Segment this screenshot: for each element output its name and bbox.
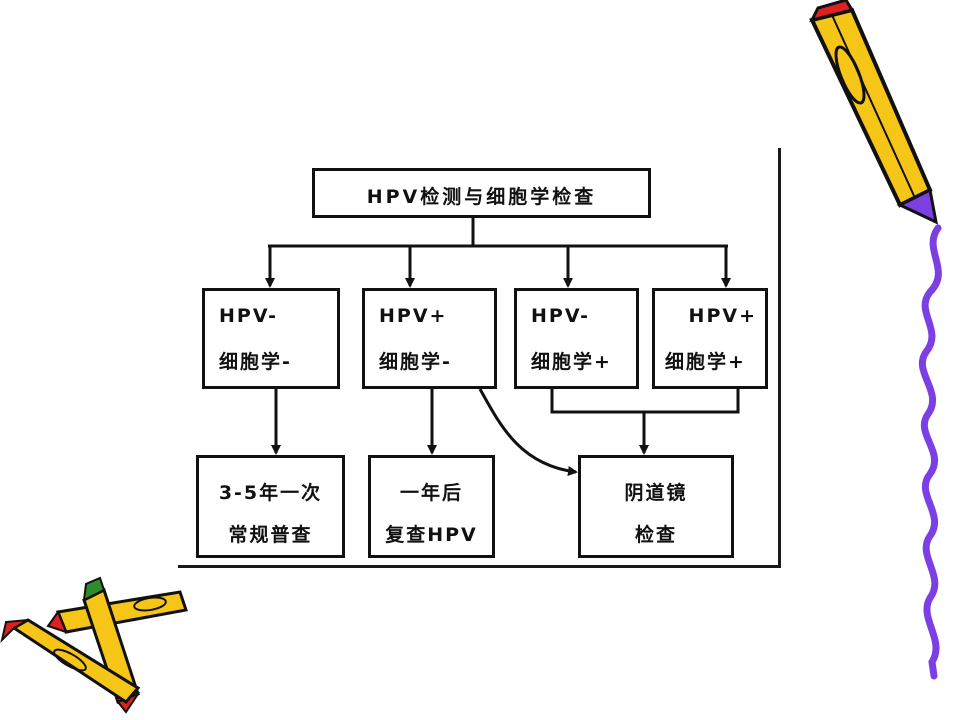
curved-arrow-to-action-3 bbox=[478, 388, 578, 476]
action-label-line1: 阴道镜 bbox=[624, 482, 688, 504]
action-label-line2: 检查 bbox=[634, 524, 677, 546]
result-cytology-label: 细胞学+ bbox=[531, 351, 612, 373]
result-hpv-label: HPV+ bbox=[688, 305, 757, 327]
result-box-hpv-neg-cyto-neg: HPV- 细胞学- bbox=[202, 288, 340, 389]
result-hpv-label: HPV- bbox=[531, 305, 591, 327]
result-box-hpv-pos-cyto-neg: HPV+ 细胞学- bbox=[362, 288, 497, 389]
root-box: HPV检测与细胞学检查 bbox=[312, 168, 651, 218]
action-box-routine-screening: 3-5年一次 常规普查 bbox=[196, 455, 345, 558]
root-label: HPV检测与细胞学检查 bbox=[366, 186, 597, 208]
result-box-hpv-pos-cyto-pos: HPV+ 细胞学+ bbox=[652, 288, 768, 389]
result-cytology-label: 细胞学- bbox=[219, 351, 292, 373]
panel-border-right bbox=[778, 148, 781, 568]
result-cytology-label: 细胞学- bbox=[379, 351, 452, 373]
result-hpv-label: HPV+ bbox=[379, 305, 448, 327]
action-box-colposcopy: 阴道镜 检查 bbox=[578, 455, 734, 558]
connector-positive-merge bbox=[550, 389, 740, 414]
action-box-recheck-hpv: 一年后 复查HPV bbox=[368, 455, 495, 558]
action-label-line2: 复查HPV bbox=[385, 524, 478, 546]
result-box-hpv-neg-cyto-pos: HPV- 细胞学+ bbox=[514, 288, 639, 389]
result-hpv-label: HPV- bbox=[219, 305, 279, 327]
action-label-line1: 一年后 bbox=[399, 482, 463, 504]
action-label-line2: 常规普查 bbox=[228, 524, 313, 546]
result-cytology-label: 细胞学+ bbox=[665, 351, 746, 373]
panel-border-bottom bbox=[178, 565, 781, 568]
action-label-line1: 3-5年一次 bbox=[218, 482, 323, 504]
